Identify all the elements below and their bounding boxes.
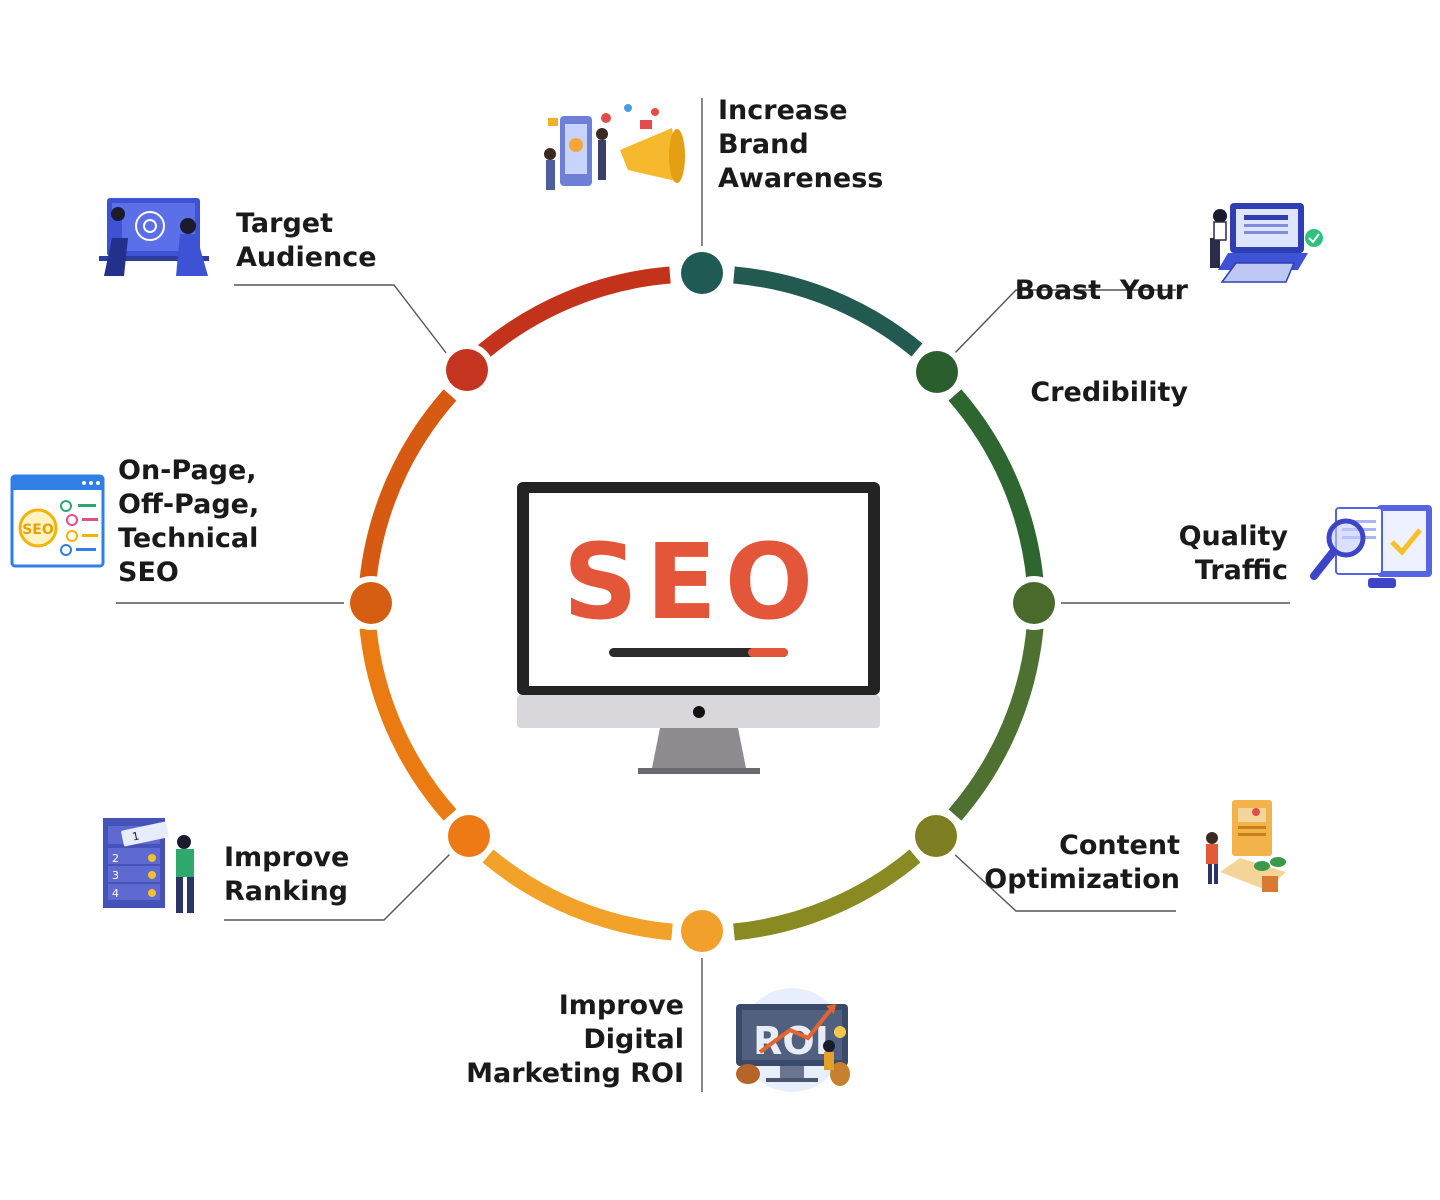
connector-ranking: [224, 851, 453, 921]
label-line: Improve: [224, 842, 350, 873]
ring-arc-right-upper: [948, 389, 1044, 581]
ring-arc-top-right: [733, 266, 923, 357]
label-line: Improve: [558, 990, 684, 1021]
seo-browser-icon: SEO: [10, 474, 105, 568]
monitor-base: [638, 768, 760, 774]
connector-credibility: [951, 289, 1176, 357]
label-line: Traffic: [1194, 555, 1288, 586]
monitor-icon: SEO: [517, 482, 880, 774]
label-line: Audience: [236, 242, 377, 273]
ring-node-audience: [446, 349, 488, 391]
roi-monitor-icon: ROI: [736, 988, 850, 1092]
ring-node-traffic: [1013, 582, 1055, 624]
ring-node-brand: [681, 252, 723, 294]
label-line: Optimization: [984, 864, 1180, 895]
seo-progress-fill: [748, 648, 788, 657]
ring-arc-bottom-right: [733, 849, 921, 941]
label-target-audience: Target Audience: [236, 207, 377, 275]
svg-text:SEO: SEO: [22, 522, 54, 538]
ring-node-onpage: [350, 582, 392, 624]
connector-lines: [116, 98, 1290, 1092]
label-boast-your-credibility: Boast Your Credibility: [1015, 206, 1188, 478]
ring: [359, 266, 1044, 941]
connector-content: [951, 851, 1176, 912]
label-quality-traffic: Quality Traffic: [1179, 520, 1288, 588]
ring-arc-left-lower: [359, 627, 457, 821]
label-improve-ranking: Improve Ranking: [224, 841, 349, 909]
label-improve-digital-marketing-roi: Improve Digital Marketing ROI: [466, 989, 684, 1091]
svg-text:3: 3: [112, 869, 119, 882]
ring-node-content: [915, 815, 957, 857]
label-line: Off-Page,: [118, 489, 260, 520]
svg-text:1: 1: [131, 829, 141, 843]
connector-audience: [234, 284, 451, 359]
laptop-checkmark-icon: [1210, 203, 1323, 283]
monitor-stand: [652, 728, 746, 768]
content-creator-icon: [1206, 800, 1286, 892]
label-line: Content: [1059, 830, 1180, 861]
ring-arc-top-left: [477, 266, 671, 359]
audience-presentation-icon: [99, 198, 209, 276]
label-line: Brand: [718, 129, 809, 160]
label-line: On-Page,: [118, 455, 257, 486]
label-line: Awareness: [718, 163, 884, 194]
ring-node-roi: [681, 910, 723, 952]
ring-arc-right-lower: [948, 627, 1044, 821]
label-line: SEO: [118, 557, 179, 588]
label-line: Boast Your: [1014, 275, 1188, 306]
label-increase-brand-awareness: Increase Brand Awareness: [718, 94, 883, 196]
label-line: Quality: [1178, 521, 1288, 552]
label-on-page-off-page-technical-seo: On-Page, Off-Page, Technical SEO: [118, 454, 259, 590]
ring-arc-bottom-left: [482, 849, 673, 941]
label-line: Credibility: [1030, 377, 1188, 408]
megaphone-marketing-icon: [544, 104, 685, 190]
seo-progress-track: [609, 648, 788, 657]
label-line: Digital: [583, 1024, 684, 1055]
ring-nodes: [344, 246, 1061, 958]
ring-arc-left-upper: [359, 389, 457, 581]
seo-screen-text: SEO: [563, 521, 821, 643]
monitor-camera-dot: [693, 706, 705, 718]
label-content-optimization: Content Optimization: [984, 829, 1180, 897]
svg-text:4: 4: [112, 887, 119, 900]
ring-node-credibility: [916, 351, 958, 393]
label-line: Target: [236, 208, 334, 239]
magnifier-checklist-icon: [1310, 505, 1432, 588]
ring-node-ranking: [448, 815, 490, 857]
label-line: Ranking: [224, 876, 348, 907]
label-line: Technical: [118, 523, 259, 554]
label-line: Increase: [718, 95, 848, 126]
svg-text:2: 2: [112, 852, 119, 865]
label-line: Marketing ROI: [466, 1058, 684, 1089]
ranking-board-icon: 2 3 4 1: [103, 818, 194, 913]
